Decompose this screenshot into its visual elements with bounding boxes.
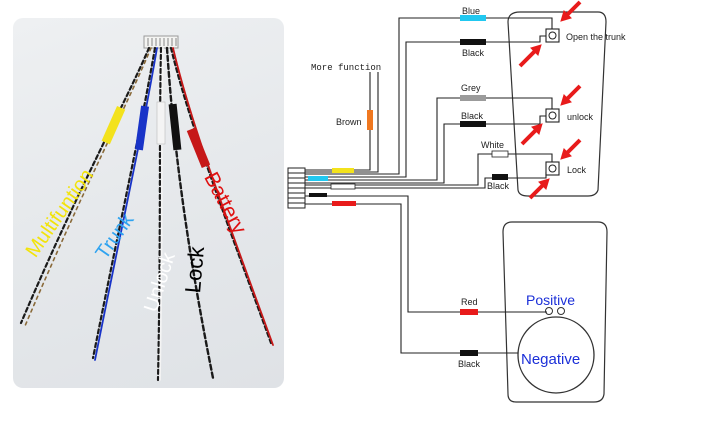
- tag-cyan: [308, 176, 328, 181]
- connector-pins: [147, 38, 177, 46]
- tag-black-lock: [492, 174, 508, 180]
- arrow-icon: [560, 84, 582, 106]
- label-red: Red: [461, 297, 478, 307]
- tag-blue: [460, 15, 486, 21]
- arrow-icon: [560, 138, 582, 160]
- arrow-icon: [560, 0, 582, 22]
- negative-terminal-ring: [517, 316, 595, 394]
- tag-red: [332, 201, 356, 206]
- arrow-icon: [520, 123, 543, 146]
- harness-photo: Multifuntion Trunk Unlock Lock Battery: [13, 18, 284, 388]
- lock-button-dot: [548, 164, 557, 173]
- tag-red-power: [460, 309, 478, 315]
- photo-marker-black: [168, 103, 182, 151]
- arrow-icon: [528, 178, 550, 200]
- tag-black: [309, 193, 327, 197]
- trunk-button-dot: [548, 31, 557, 40]
- tag-black-power: [460, 350, 478, 356]
- label-open-trunk: Open the trunk: [566, 32, 626, 42]
- tag-brown: [367, 110, 373, 130]
- label-white: White: [481, 140, 504, 150]
- label-more-function: More function: [311, 63, 381, 73]
- photo-marker-white: [156, 101, 166, 145]
- label-black-unlock: Black: [461, 111, 484, 121]
- unlock-button: [545, 108, 560, 123]
- photo-marker-yellow: [101, 106, 126, 145]
- label-lock-button: Lock: [567, 165, 587, 175]
- label-black-lock: Black: [487, 181, 510, 191]
- lock-button: [545, 161, 560, 176]
- photo-marker-red: [186, 127, 211, 169]
- label-brown: Brown: [336, 117, 362, 127]
- unlock-button-dot: [548, 111, 557, 120]
- label-blue: Blue: [462, 6, 480, 16]
- trunk-button: [545, 28, 560, 43]
- label-black-power: Black: [458, 359, 481, 369]
- label-grey: Grey: [461, 83, 481, 93]
- power-module-body: [502, 221, 608, 403]
- tag-grey: [460, 95, 486, 101]
- harness-photo-wires: [19, 35, 274, 382]
- photo-marker-blue: [134, 105, 150, 151]
- label-black-trunk: Black: [462, 48, 485, 58]
- tag-white-lock: [491, 150, 509, 158]
- label-unlock-button: unlock: [567, 112, 594, 122]
- photo-wire-bundle: [19, 46, 274, 382]
- harness-connector-pins: [288, 172, 305, 204]
- label-positive: Positive: [526, 292, 575, 308]
- tag-black-unlock: [460, 121, 486, 127]
- positive-terminal-pin-1: [545, 307, 553, 315]
- arrows: [518, 0, 582, 200]
- arrow-icon: [518, 44, 542, 68]
- tag-yellow: [332, 168, 354, 173]
- label-negative: Negative: [521, 351, 580, 368]
- positive-terminal-pin-2: [557, 307, 565, 315]
- tag-white: [330, 183, 356, 190]
- tag-black-trunk: [460, 39, 486, 45]
